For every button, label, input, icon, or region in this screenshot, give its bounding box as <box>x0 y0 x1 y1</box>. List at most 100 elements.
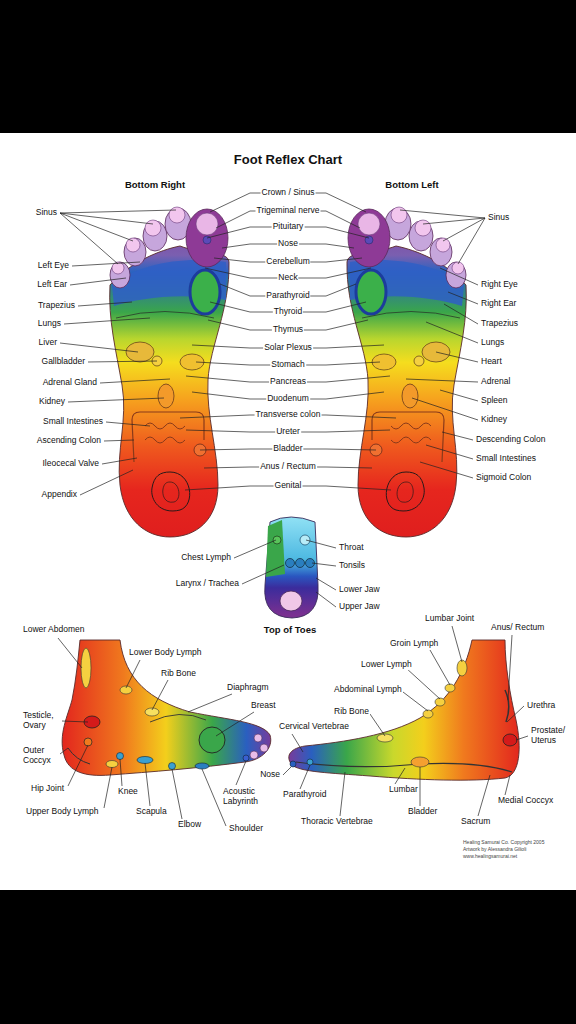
zone-label: Shoulder <box>228 824 264 834</box>
zone-label: Sigmoid Colon <box>475 473 532 483</box>
genital-zone <box>152 472 190 511</box>
zone-label: Kidney <box>480 415 508 425</box>
zone-label: Bladder <box>407 807 438 817</box>
zone-label: Urethra <box>526 701 556 711</box>
zone-label: Ascending Colon <box>36 436 102 446</box>
elbow-zone <box>169 763 176 770</box>
toe <box>143 221 167 251</box>
leader-line <box>180 193 396 490</box>
zone-label: Breast <box>250 701 277 711</box>
zone-label: Pituitary <box>272 222 305 232</box>
toenail <box>280 591 302 611</box>
zone-label: Trigeminal nerve <box>256 206 321 216</box>
zone-label: Diaphragm <box>226 683 270 693</box>
zone-label: Solar Plexus <box>263 343 313 353</box>
hip-zone <box>84 738 92 746</box>
zone-label: Rib Bone <box>160 669 197 679</box>
zone-label: Upper Body Lymph <box>25 807 99 817</box>
lumbar-joint-zone <box>457 660 467 676</box>
zone-label: Outer Coccyx <box>22 746 58 766</box>
zone-label: Small Intestines <box>475 454 537 464</box>
shoulder-zone <box>195 763 209 769</box>
leader-lines <box>58 193 528 826</box>
zone-label: Pancreas <box>269 377 307 387</box>
zone-label: Gallbladder <box>41 357 86 367</box>
toe-tip <box>250 751 258 759</box>
zone-label: Larynx / Trachea <box>175 579 240 589</box>
zone-label: Bladder <box>272 444 303 454</box>
breast-zone <box>199 727 225 753</box>
view-heading: Top of Toes <box>263 625 317 636</box>
white-panel <box>0 133 576 890</box>
lymph-zone <box>445 684 455 692</box>
zone-label: Ureter <box>275 427 301 437</box>
colon-outline <box>132 412 204 462</box>
zone-label: Sinus <box>35 208 58 218</box>
zone-label: Hip Joint <box>30 784 65 794</box>
zone-label: Right Ear <box>480 299 517 309</box>
zone-label: Abdominal Lymph <box>333 685 403 695</box>
knee-zone <box>117 753 124 760</box>
parathyroid-zone <box>307 759 313 765</box>
rib-zone <box>145 708 159 716</box>
zone-label: Prostate/ Uterus <box>530 726 570 746</box>
lymph-zone <box>106 761 118 768</box>
foot-inner-view <box>289 640 519 780</box>
leader-line <box>400 210 485 478</box>
leader-line <box>60 210 176 495</box>
lymph-zone <box>120 686 132 694</box>
zone-label: Knee <box>117 787 139 797</box>
zone-label: Lower Abdomen <box>22 625 85 635</box>
liver-zone <box>126 342 154 362</box>
zone-label: Lungs <box>37 319 62 329</box>
zone-label: Sacrum <box>460 817 491 827</box>
tonsil-point <box>296 559 305 568</box>
foot-outline <box>110 246 229 537</box>
kidney-zone <box>158 384 174 408</box>
zone-label: Testicle, Ovary <box>22 711 60 731</box>
zone-label: Stomach <box>270 360 306 370</box>
zone-label: Lungs <box>480 338 505 348</box>
zone-label: Descending Colon <box>475 435 546 445</box>
toe-outline <box>265 517 318 618</box>
lymph-zone <box>435 698 445 706</box>
leader-line <box>234 540 336 607</box>
crown-point <box>196 213 218 235</box>
zone-label: Spleen <box>480 396 508 406</box>
toe <box>124 238 146 266</box>
lymph-point <box>273 536 281 544</box>
zone-label: Parathyroid <box>265 291 310 301</box>
view-heading: Bottom Left <box>384 180 439 191</box>
scapula-zone <box>137 757 153 764</box>
zone-label: Lumbar Joint <box>424 614 475 624</box>
zone-label: Heart <box>480 357 503 367</box>
foot-outline <box>289 640 519 780</box>
zone-label: Right Eye <box>480 280 519 290</box>
zone-label: Nose <box>277 239 299 249</box>
coccyx-line <box>68 748 90 764</box>
zone-label: Lower Jaw <box>338 585 381 595</box>
zone-label: Anus/ Rectum <box>490 623 545 633</box>
lung-line <box>116 312 214 319</box>
zone-label: Trapezius <box>480 319 519 329</box>
zone-label: Thoracic Vertebrae <box>300 817 374 827</box>
intestine-coil <box>145 423 185 443</box>
zone-label: Cervical Vertebrae <box>278 722 350 732</box>
zone-label: Transverse colon <box>255 410 322 420</box>
zone-label: Thyroid <box>273 307 303 317</box>
throat-point <box>300 535 310 545</box>
prostate-zone <box>503 734 517 746</box>
zone-label: Lower Lymph <box>360 660 413 670</box>
zone-label: Adrenal Gland <box>42 378 98 388</box>
zone-label: Trapezius <box>37 301 76 311</box>
zone-label: Tonsils <box>338 561 366 571</box>
zone-label: Lumbar <box>388 785 419 795</box>
foot-outline <box>62 640 271 775</box>
zone-label: Throat <box>338 543 365 553</box>
toe-top-view <box>265 517 318 618</box>
spine-line <box>296 762 512 772</box>
zone-label: Groin Lymph <box>389 639 439 649</box>
diaphragm-line <box>150 714 206 722</box>
copyright-note: www.healingsamurai.net <box>462 854 518 860</box>
zone-label: Small Intestines <box>42 417 104 427</box>
